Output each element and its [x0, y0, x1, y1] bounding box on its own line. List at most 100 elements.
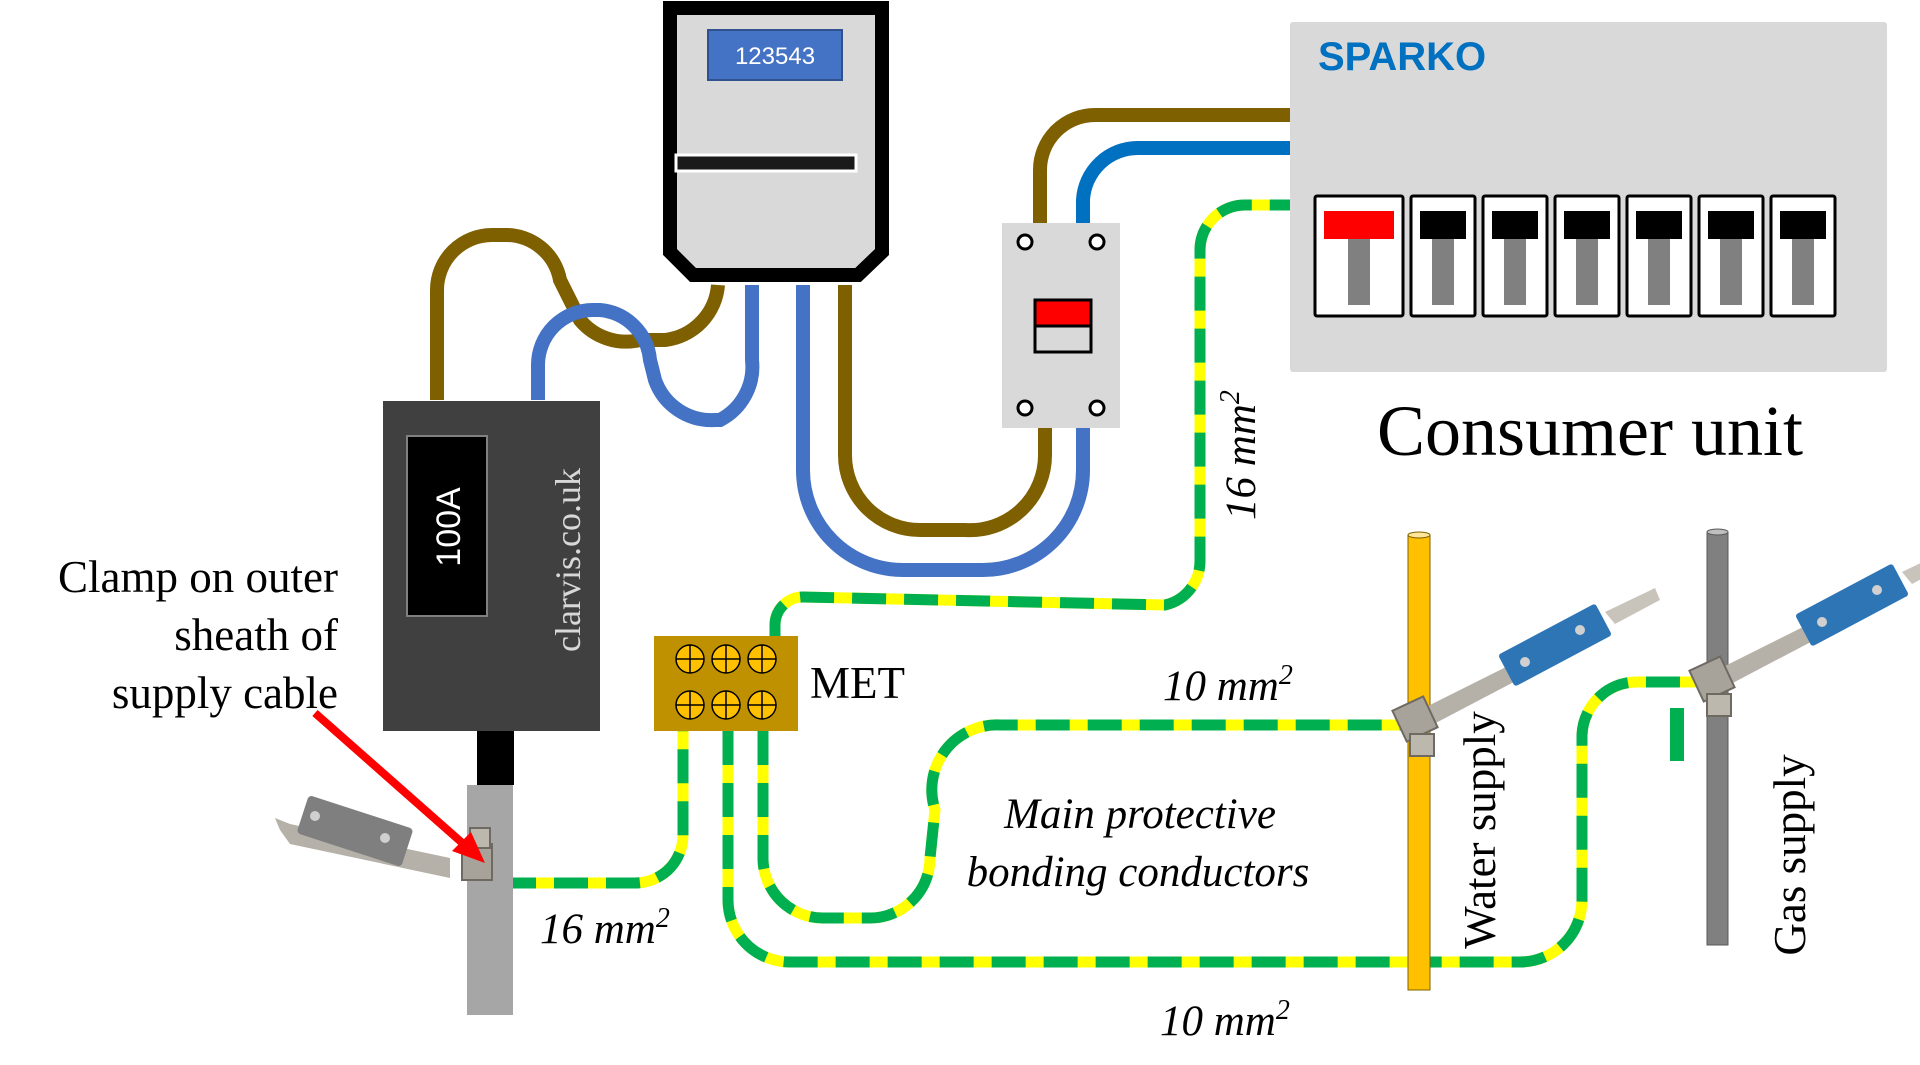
breaker-toggle-head — [1564, 211, 1610, 239]
met-screw — [711, 644, 741, 674]
mcb-breaker — [1481, 194, 1549, 318]
clamp-terminal — [1706, 693, 1732, 717]
breaker-row — [1313, 194, 1837, 318]
site-watermark: clarvis.co.uk — [548, 468, 588, 652]
size-label-16-bottom: 16 mm2 — [540, 903, 670, 953]
water-supply-label: Water supply — [1455, 711, 1505, 949]
gas-pipe-body — [1706, 531, 1729, 946]
breaker-toggle-head — [1324, 211, 1394, 239]
neutral-tail-meter-isolator — [796, 285, 1090, 577]
consumer-unit-brand: SPARKO — [1318, 35, 1486, 79]
fuse-rating: 100A — [430, 487, 468, 567]
clamp-note-line2: sheath of — [174, 610, 338, 660]
met-screw — [711, 690, 741, 720]
gas-pipe — [1670, 528, 1729, 946]
earth-16mm-clamp-to-met — [502, 731, 689, 889]
size-label-text: 16 mm — [1218, 404, 1265, 520]
superscript: 2 — [1215, 390, 1246, 404]
live-tail-isolator-cu — [1033, 108, 1290, 225]
isolator-toggle-on — [1033, 298, 1093, 328]
service-cutout: 100A clarvis.co.uk — [383, 401, 600, 1015]
main-earthing-terminal — [654, 636, 798, 731]
size-label-text: 10 mm — [1160, 998, 1276, 1045]
breaker-toggle-stem — [1792, 239, 1814, 305]
met-screw — [747, 644, 777, 674]
tails-isolator-to-cu — [1033, 108, 1290, 225]
clamp-tag-hole — [1575, 625, 1585, 635]
water-pipe — [1407, 531, 1431, 991]
size-label-16-vertical: 16 mm2 — [1215, 390, 1265, 520]
water-pipe-body — [1407, 534, 1431, 991]
size-label-text: 10 mm — [1163, 663, 1279, 710]
gas-pipe-top — [1706, 528, 1729, 536]
bonding-label-line2: bonding conductors — [967, 849, 1310, 896]
electricity-meter: 123543 — [663, 1, 889, 282]
isolator-switch — [1002, 223, 1120, 428]
live-tail-meter-isolator — [838, 285, 1053, 538]
clamp-tag-hole — [380, 833, 390, 843]
size-label-10-bottom: 10 mm2 — [1160, 995, 1290, 1045]
isolator-screw-bl — [1016, 399, 1034, 417]
size-label-text: 16 mm — [540, 906, 656, 953]
breaker-toggle-head — [1780, 211, 1826, 239]
earth-10mm-met-to-gas — [722, 676, 1707, 968]
met-screw — [675, 690, 705, 720]
breaker-toggle-stem — [1576, 239, 1598, 305]
met-screw — [675, 644, 705, 674]
gas-earth-tail — [1670, 708, 1684, 761]
mcb-breaker — [1553, 194, 1621, 318]
isolator-screw-br — [1088, 399, 1106, 417]
met-label: MET — [810, 658, 905, 708]
water-pipe-top — [1407, 531, 1431, 539]
consumer-unit: SPARKO — [1290, 22, 1887, 372]
mcb-breaker — [1697, 194, 1765, 318]
clamp-note-line1: Clamp on outer — [58, 552, 338, 602]
mcb-breaker — [1625, 194, 1693, 318]
clamp-tail — [1902, 563, 1920, 584]
earth-main-16mm-met-to-cu — [769, 199, 1290, 636]
clamp-tag — [1499, 604, 1611, 686]
clamp-tag-hole — [1817, 617, 1827, 627]
clamp-tag-hole — [1872, 585, 1882, 595]
neutral-tail-cutout-meter — [531, 285, 760, 428]
clamp-tag-hole — [310, 811, 320, 821]
fuse-carrier — [406, 435, 488, 617]
supply-cable-sheath — [467, 785, 513, 1015]
breaker-toggle-stem — [1348, 239, 1370, 305]
meter-reading: 123543 — [735, 43, 815, 70]
met-screws — [675, 644, 777, 720]
earth-clamp-water — [1391, 588, 1660, 757]
meter-slot — [674, 153, 858, 173]
tails-meter-to-isolator — [796, 285, 1090, 577]
earth-clamp-supply — [275, 796, 493, 881]
clamp-tag — [297, 796, 413, 866]
main-switch — [1313, 194, 1405, 318]
breaker-toggle-stem — [1648, 239, 1670, 305]
breaker-toggle-stem — [1432, 239, 1454, 305]
breaker-toggle-head — [1708, 211, 1754, 239]
gas-supply-label: Gas supply — [1765, 754, 1815, 956]
earth-10mm-met-to-water — [757, 719, 1408, 924]
superscript: 2 — [1279, 660, 1293, 691]
consumer-unit-title: Consumer unit — [1377, 391, 1803, 471]
neutral-tail-isolator-cu — [1076, 140, 1290, 225]
mcb-breaker — [1409, 194, 1477, 318]
superscript: 2 — [656, 903, 670, 934]
earth-clamp-gas — [1688, 563, 1920, 717]
pointer-arrow — [312, 710, 485, 863]
clamp-tail — [1605, 588, 1660, 624]
mcb-breaker — [1769, 194, 1837, 318]
clamp-tag-hole — [1520, 657, 1530, 667]
supply-cable-black — [477, 730, 514, 785]
isolator-screw-tr — [1088, 233, 1106, 251]
clamp-note-line3: supply cable — [112, 668, 338, 718]
isolator-screw-tl — [1016, 233, 1034, 251]
clamp-terminal — [1409, 733, 1435, 757]
live-tail-cutout-meter — [430, 227, 725, 400]
breaker-toggle-head — [1636, 211, 1682, 239]
size-label-10-top: 10 mm2 — [1163, 660, 1293, 710]
met-screw — [747, 690, 777, 720]
tails-cutout-to-meter — [430, 227, 760, 428]
arrow-head — [452, 832, 485, 863]
meter-display — [707, 29, 843, 81]
